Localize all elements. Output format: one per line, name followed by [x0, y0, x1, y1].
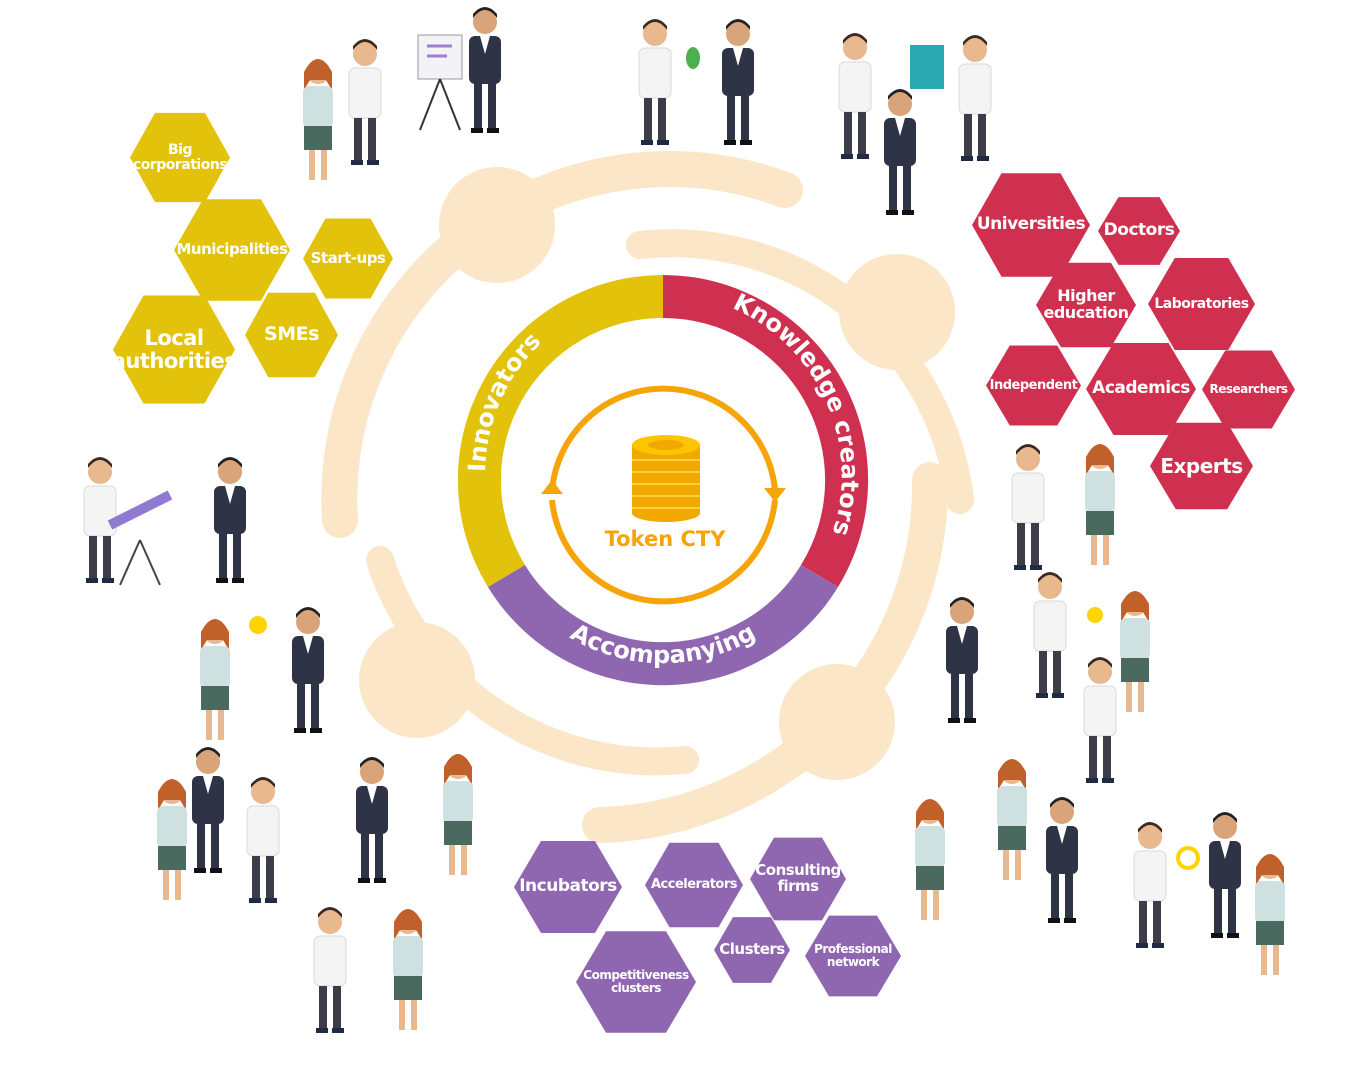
- segment-accompanying: [488, 565, 838, 686]
- segment-knowledge-creators: [663, 274, 869, 587]
- arrow-head-right: [764, 488, 786, 502]
- coin-stack-icon: [632, 435, 700, 522]
- arrow-head-left: [541, 480, 563, 494]
- hex-clusters: Clusters: [714, 917, 790, 983]
- token-label: Token CTY: [605, 527, 727, 551]
- orbit-nodes: [359, 167, 955, 780]
- hex-big-corporations: Big corporations: [130, 112, 230, 203]
- hex-consulting-firms: Consulting firms: [750, 837, 846, 921]
- hex-professional-network: Professional network: [805, 915, 901, 997]
- hex-incubators: Incubators: [514, 840, 622, 934]
- hex-start-ups: Start-ups: [303, 218, 393, 299]
- hex-laboratories: Laboratories: [1148, 257, 1255, 351]
- hex-researchers: Researchers: [1202, 350, 1295, 429]
- hex-academics: Academics: [1086, 342, 1196, 436]
- cycle-arrows: [549, 385, 778, 605]
- segment-innovators: [457, 274, 663, 587]
